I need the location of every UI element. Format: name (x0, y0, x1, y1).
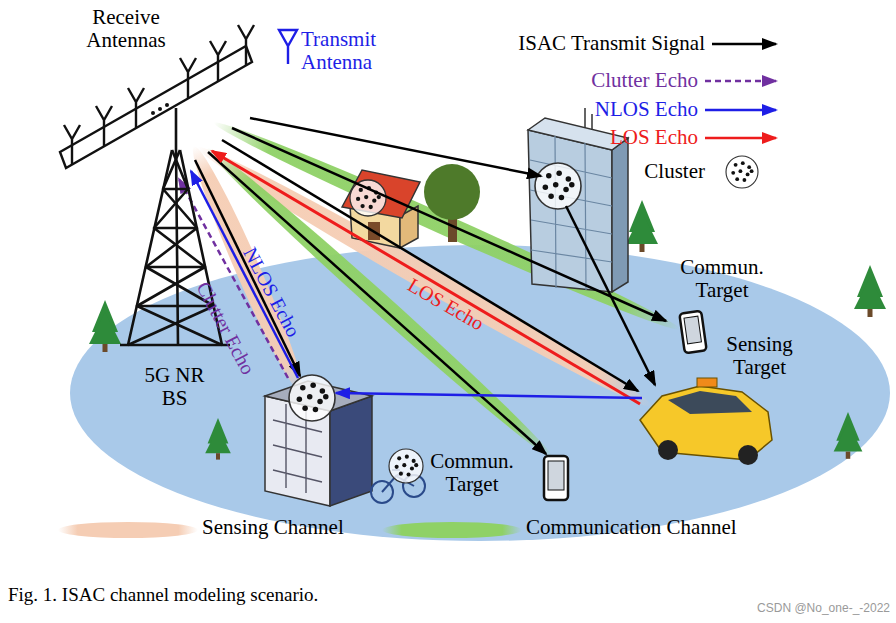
figure-caption: Fig. 1. ISAC channel modeling scenario. (8, 585, 318, 606)
building-front (528, 130, 612, 292)
legend-text: Communication Channel (526, 516, 737, 539)
ellipsis-dot (165, 103, 169, 107)
communication-band (201, 141, 560, 466)
target-label: Sensing Target (712, 333, 807, 379)
legend-text: ISAC Transmit Signal (518, 32, 705, 55)
legend-line-sample (705, 137, 776, 140)
small-building (265, 375, 372, 506)
phone (679, 311, 706, 354)
antenna-element (96, 106, 112, 146)
legend-text: LOS Echo (610, 126, 698, 149)
taxi-car (640, 378, 772, 465)
antenna-element (64, 125, 80, 165)
legend-line-sample (705, 80, 776, 83)
cluster-symbol (535, 163, 581, 209)
legend-text: Sensing Channel (202, 516, 344, 539)
building-side (612, 138, 628, 292)
cluster-symbol (350, 180, 386, 216)
pine-tree (205, 418, 231, 460)
legend-text: Cluster (644, 160, 705, 183)
antenna-element (210, 41, 226, 81)
legend-swatch (58, 522, 198, 538)
target-label: Commun. Target (672, 256, 772, 302)
pine-tree (626, 200, 658, 252)
cluster-symbol (289, 375, 335, 421)
taxi-sign (697, 378, 717, 387)
nlos-echo-ray (336, 393, 642, 398)
tree-crown (424, 164, 480, 220)
bicycle (371, 449, 425, 503)
legend-cluster-sample (726, 156, 758, 188)
ellipsis-dot (158, 107, 162, 111)
pine-tree (89, 300, 121, 352)
array-panel (60, 46, 252, 168)
pine-tree (834, 412, 863, 459)
tower-mast (175, 108, 178, 150)
legend-text: Clutter Echo (591, 69, 698, 92)
building-side (330, 396, 372, 506)
watermark: CSDN @No_one-_-2022 (757, 602, 890, 615)
car-wheel (658, 440, 678, 460)
legend-swatch (382, 522, 522, 538)
los-echo-ray (212, 151, 640, 404)
array-label: Receive Antennas (70, 6, 182, 52)
target-label: Commun. Target (422, 450, 522, 496)
transmit-antenna-symbol (279, 30, 297, 64)
phone (544, 456, 568, 500)
legend-line-sample (705, 109, 776, 112)
phone-body (544, 456, 568, 500)
car-window (668, 391, 752, 414)
phone-body (679, 311, 706, 354)
roof-antenna (585, 108, 592, 130)
car-wheel (738, 445, 758, 465)
tower-bracing (128, 150, 214, 345)
legend-line-sample (712, 43, 776, 46)
cluster-symbol (389, 449, 423, 483)
bs-label: 5G NR BS (132, 364, 217, 410)
transmit-rays (195, 118, 666, 454)
antenna-element (128, 88, 144, 128)
phone-screen (548, 461, 564, 490)
pine-tree (854, 265, 886, 317)
ellipsis-dot (151, 111, 155, 115)
antenna-element (238, 25, 254, 65)
transmit-ray (250, 118, 541, 176)
antenna-element (180, 58, 196, 98)
phone-screen (684, 316, 701, 344)
transmit-ray (566, 206, 655, 385)
legend-text: NLOS Echo (595, 98, 698, 121)
antenna-label: Transmit Antenna (301, 28, 411, 74)
round-tree (424, 164, 480, 242)
